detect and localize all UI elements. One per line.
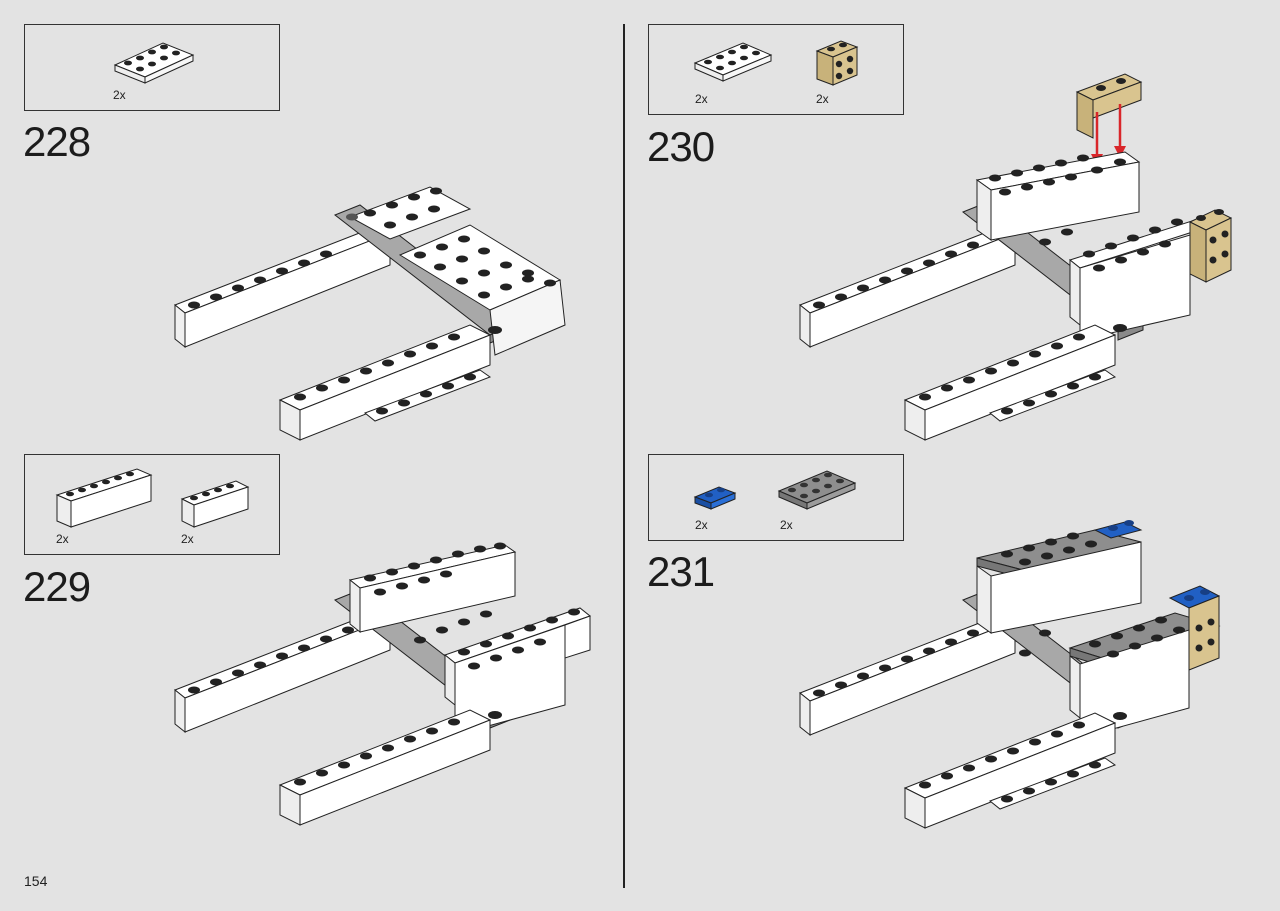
page-number: 154: [24, 873, 48, 889]
blue-plate-1x2-icon: [693, 486, 737, 510]
white-plate-2x4-icon: [693, 42, 773, 82]
step-number-229: 229: [23, 563, 91, 610]
assembly-illustration-228: [174, 186, 566, 441]
part-quantity: 2x: [780, 518, 793, 532]
tan-bracket-icon: [815, 40, 859, 86]
part-quantity: 2x: [695, 518, 708, 532]
white-brick-1x6-icon: [55, 468, 153, 528]
part-quantity: 2x: [695, 92, 708, 106]
part-quantity: 2x: [113, 88, 126, 102]
step-number-231: 231: [647, 548, 715, 595]
parts-callout-229: 2x 2x: [24, 454, 280, 555]
white-brick-1x4-icon: [180, 480, 250, 528]
parts-callout-231: 2x 2x: [648, 454, 904, 541]
parts-callout-230: 2x 2x: [648, 24, 904, 115]
part-quantity: 2x: [181, 532, 194, 546]
assembly-illustration-230: [799, 73, 1233, 441]
parts-callout-228: 2x: [24, 24, 280, 111]
assembly-illustration-231: [799, 520, 1221, 829]
part-quantity: 2x: [816, 92, 829, 106]
part-quantity: 2x: [56, 532, 69, 546]
gray-plate-2x4-icon: [777, 470, 857, 510]
white-plate-2x4-icon: [113, 42, 195, 84]
step-number-228: 228: [23, 118, 91, 165]
step-number-230: 230: [647, 123, 715, 170]
assembly-illustration-229: [174, 542, 592, 826]
page-divider: [623, 24, 625, 888]
